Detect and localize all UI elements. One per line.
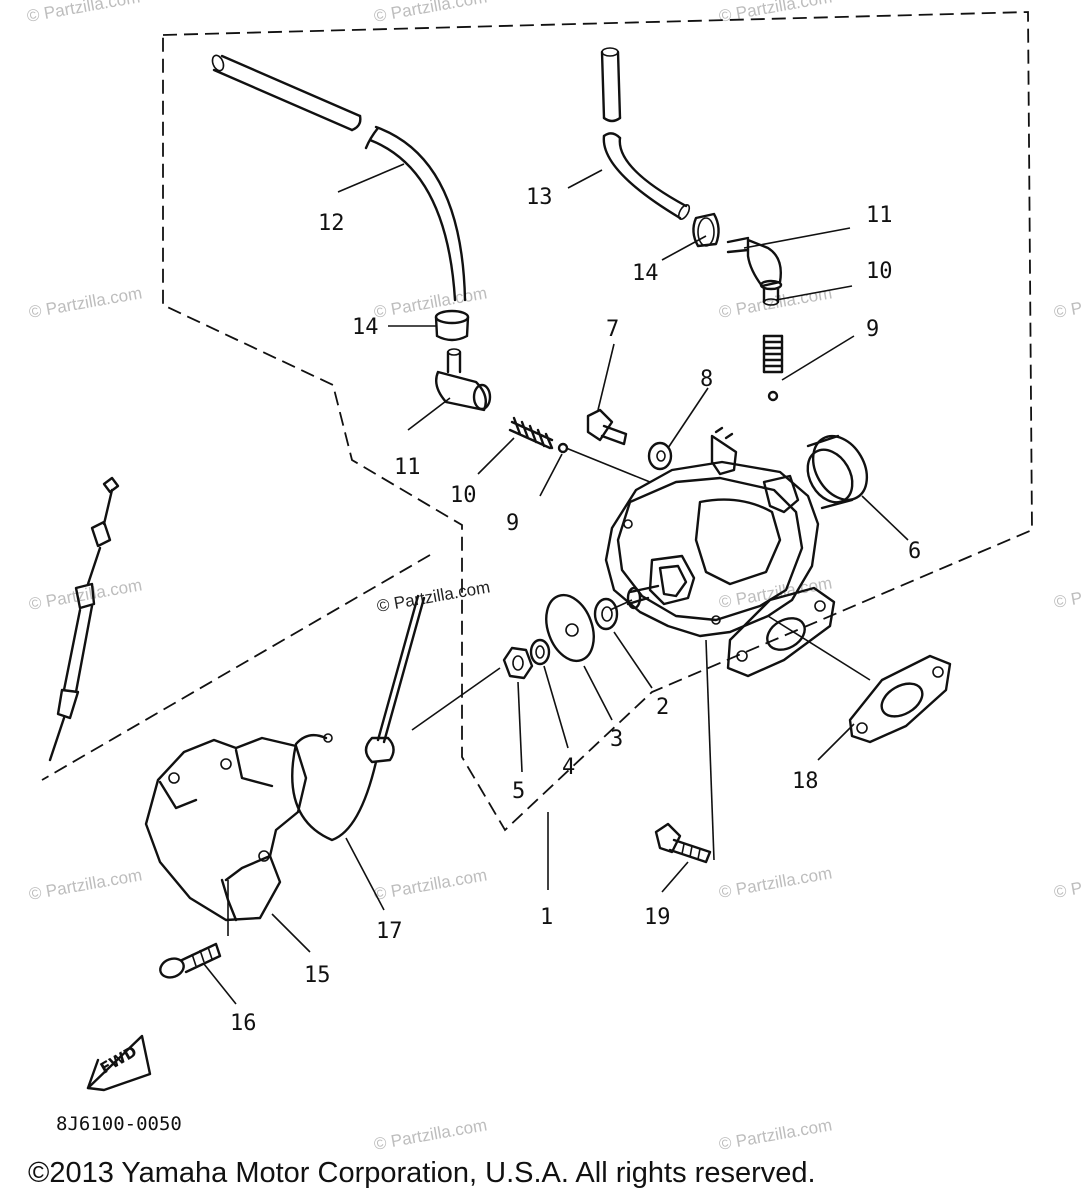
watermark: © Partzilla.com (717, 573, 833, 612)
callout-14-right: 14 (632, 261, 659, 286)
lock-washer-4-hole (535, 645, 545, 659)
callout-8: 8 (700, 367, 713, 392)
bolt-19 (654, 822, 712, 864)
callout-12: 12 (318, 211, 345, 236)
hose-12 (211, 54, 467, 302)
watermark: © Partzilla.com (27, 865, 143, 904)
ball-9-left (557, 442, 569, 454)
watermark: © Partzilla.com (27, 575, 143, 614)
watermark: © Partzilla.com (372, 0, 488, 26)
cable-left (48, 476, 120, 762)
spring-10-right (762, 334, 784, 374)
watermark: © Partzilla.com (1052, 573, 1081, 612)
watermark: © Partzilla.com (25, 0, 141, 26)
leader-lines (203, 163, 909, 1005)
watermark: © Partzilla.com (1052, 863, 1081, 902)
watermark: © Partzilla.com (27, 283, 143, 322)
callout-5: 5 (512, 779, 525, 804)
bolt-16 (159, 942, 222, 979)
nut-5 (502, 646, 534, 680)
seal-6 (806, 434, 869, 510)
callout-labels: 12 13 14 11 14 11 10 9 7 8 10 9 6 2 3 4 … (230, 185, 921, 1036)
washer-2-hole (601, 606, 613, 622)
hose-13 (600, 47, 691, 221)
callout-14-left: 14 (352, 315, 379, 340)
sleeve-14-right (692, 212, 720, 248)
fitting-11-left (435, 348, 492, 412)
callout-6: 6 (908, 539, 921, 564)
part-code: 8J6100-0050 (56, 1113, 182, 1135)
watermark: © Partzilla.com (1052, 283, 1081, 322)
spring-10-left (508, 416, 554, 450)
washer-2 (593, 597, 619, 631)
watermark: © Partzilla.com (372, 865, 488, 904)
washer-8-hole (656, 450, 666, 462)
gasket-18 (848, 654, 952, 744)
callout-4: 4 (562, 755, 575, 780)
oil-pump-1 (604, 426, 836, 678)
callout-11-left: 11 (394, 455, 421, 480)
watermark: © Partzilla.com (375, 577, 491, 616)
callout-16: 16 (230, 1011, 257, 1036)
callout-10-left: 10 (450, 483, 477, 508)
fwd-label: FWD (97, 1042, 140, 1077)
plate-3-hole (565, 623, 579, 637)
callout-7: 7 (606, 317, 619, 342)
callout-9-right: 9 (866, 317, 879, 342)
lock-washer-4 (529, 638, 551, 666)
callout-13: 13 (526, 185, 553, 210)
screw-7 (586, 408, 628, 446)
callout-17: 17 (376, 919, 403, 944)
callout-9-left: 9 (506, 511, 519, 536)
fwd-arrow-icon: FWD (86, 1034, 152, 1092)
watermark: © Partzilla.com (372, 283, 488, 322)
callout-15: 15 (304, 963, 331, 988)
watermark: © Partzilla.com (717, 1115, 833, 1154)
fitting-11-right (726, 236, 783, 306)
copyright-notice: ©2013 Yamaha Motor Corporation, U.S.A. A… (28, 1157, 816, 1189)
assembly-outline (41, 11, 1033, 832)
callout-18: 18 (792, 769, 819, 794)
watermark: © Partzilla.com (717, 0, 833, 26)
callout-10-right: 10 (866, 259, 893, 284)
callout-19: 19 (644, 905, 671, 930)
watermark: © Partzilla.com (372, 1115, 488, 1154)
watermark: © Partzilla.com (717, 863, 833, 902)
cable-17 (291, 594, 426, 842)
callout-2: 2 (656, 695, 669, 720)
callout-11-right: 11 (866, 203, 893, 228)
cover-15 (144, 736, 308, 922)
sleeve-14-left (434, 309, 470, 342)
washer-8 (647, 441, 673, 471)
ball-9-right (767, 390, 779, 402)
plate-3 (545, 593, 595, 663)
callout-1: 1 (540, 905, 553, 930)
callout-3: 3 (610, 727, 623, 752)
